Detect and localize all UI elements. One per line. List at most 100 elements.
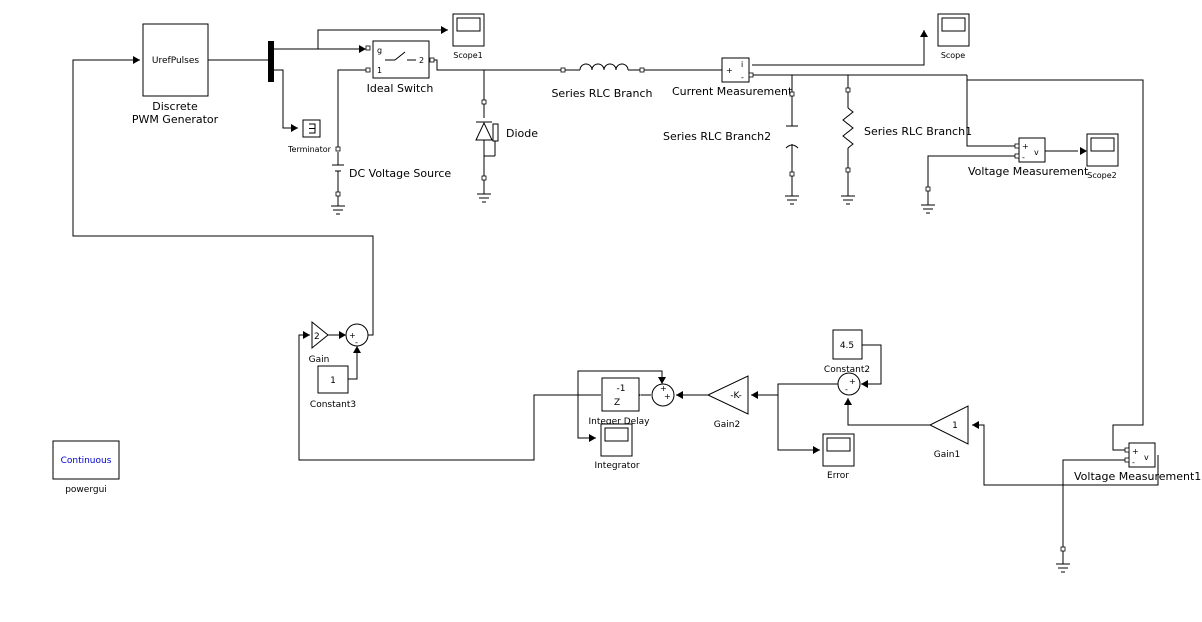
diode-block[interactable]: Diode	[475, 99, 538, 181]
volt-meas-label: Voltage Measurement	[968, 165, 1089, 178]
terminator-block[interactable]: Terminator	[287, 119, 332, 154]
dc-voltage-source-block[interactable]: DC Voltage Source	[332, 146, 451, 197]
wire-to-gain	[298, 334, 578, 461]
vm-v: v	[1034, 148, 1039, 157]
sum2-plus: +	[849, 377, 856, 386]
gain-block[interactable]: 2 Gain	[309, 320, 330, 365]
series-rlc-branch1-block[interactable]: Series RLC Branch1	[842, 87, 972, 173]
diode-label: Diode	[506, 127, 538, 140]
ground-symbol	[785, 195, 799, 205]
pwm-label-1: Discrete	[152, 100, 198, 113]
sum2-block[interactable]: + -	[837, 372, 861, 396]
wire-to-vm-plus	[966, 75, 1016, 147]
wire-vm1-to-gain1	[972, 424, 1159, 486]
constant3-block[interactable]: 1 Constant3	[310, 365, 356, 410]
wire-to-terminator	[274, 69, 298, 129]
delay-num: -1	[617, 384, 626, 394]
volt-meas1-label: Voltage Measurement1	[1074, 470, 1201, 483]
ideal-switch-block[interactable]: g 1 2 Ideal Switch	[365, 40, 435, 95]
wire-switch-out	[433, 59, 565, 71]
constant2-label: Constant2	[824, 365, 870, 375]
ground-symbol	[921, 204, 935, 214]
cm-minus: -	[741, 73, 744, 82]
terminator-label: Terminator	[287, 145, 332, 154]
gain1-block[interactable]: 1 Gain1	[928, 405, 969, 460]
scope1-label: Scope1	[453, 51, 482, 60]
scope1-block[interactable]: Scope1	[452, 13, 485, 60]
vm-ground-port	[925, 186, 931, 192]
switch-port-1: 1	[377, 66, 382, 75]
scope2-label: Scope2	[1087, 171, 1116, 180]
gain2-block[interactable]: -K- Gain2	[706, 375, 749, 430]
gain2-inner: -K-	[730, 391, 741, 401]
vm1-ground-port	[1060, 546, 1066, 552]
dc-source-label: DC Voltage Source	[349, 167, 451, 180]
vm-minus: -	[1022, 153, 1025, 162]
gain-inner: 2	[314, 332, 320, 342]
signal-lines	[72, 29, 1159, 564]
voltage-measurement-block[interactable]: + - v Voltage Measurement	[968, 137, 1089, 178]
powergui-label: powergui	[65, 485, 107, 495]
pwm-label-2: PWM Generator	[132, 113, 219, 126]
constant2-value: 4.5	[840, 341, 854, 351]
error-scope-block[interactable]: Error	[822, 433, 855, 481]
current-meas-label: Current Measurement	[672, 85, 793, 98]
switch-label: Ideal Switch	[367, 82, 434, 95]
wire-sum1-to-pwm	[72, 59, 374, 336]
powergui-block[interactable]: Continuous powergui	[52, 440, 120, 495]
constant2-block[interactable]: 4.5 Constant2	[824, 329, 870, 375]
wire-current-to-scope	[752, 30, 925, 66]
rlc-label: Series RLC Branch	[551, 87, 652, 100]
sum-integrator-block[interactable]: + +	[651, 383, 675, 407]
current-measurement-block[interactable]: + i - Current Measurement	[672, 57, 793, 98]
wire-const2-to-sum2	[861, 344, 882, 385]
rlc2-label: Series RLC Branch2	[663, 130, 771, 143]
voltage-measurement1-block[interactable]: + - v Voltage Measurement1	[1074, 442, 1201, 483]
ground-symbol	[1056, 563, 1070, 573]
series-rlc-branch-block[interactable]: Series RLC Branch	[551, 63, 653, 100]
gain1-label: Gain1	[934, 450, 960, 460]
gain-label: Gain	[309, 355, 330, 365]
switch-port-2: 2	[419, 56, 424, 65]
integer-delay-label: Integer Delay	[588, 417, 650, 427]
integrator-scope-block[interactable]: Integrator	[594, 423, 640, 471]
sum1-minus: -	[355, 338, 358, 347]
powergui-inner: Continuous	[61, 456, 112, 466]
scope2-block[interactable]: Scope2	[1086, 133, 1119, 180]
vm1-plus: +	[1132, 447, 1139, 456]
scope-label: Scope	[941, 51, 965, 60]
sum1-plus: +	[349, 331, 356, 340]
vm1-v: v	[1144, 453, 1149, 462]
pwm-inner-label: UrefPulses	[152, 56, 199, 66]
wire-vm-minus	[927, 155, 1016, 189]
sumint-plus1: +	[660, 384, 667, 393]
mux-bar[interactable]	[268, 41, 274, 82]
delay-den: Z	[614, 398, 620, 408]
scope-block[interactable]: Scope	[937, 13, 970, 60]
wire-to-error	[777, 395, 820, 451]
series-rlc-branch2-block[interactable]: Series RLC Branch2	[663, 91, 799, 177]
constant3-value: 1	[330, 376, 336, 386]
error-label: Error	[827, 471, 849, 481]
wire-gain1-to-sum2	[847, 398, 930, 426]
integer-delay-block[interactable]: -1 Z Integer Delay	[588, 377, 650, 427]
cm-plus: +	[726, 66, 733, 75]
ground-symbol	[841, 195, 855, 205]
wire-delay-feedback	[577, 370, 663, 396]
ground-symbol	[331, 205, 345, 215]
switch-port-g: g	[377, 46, 382, 55]
cm-i: i	[741, 60, 743, 69]
pwm-generator-block[interactable]: UrefPulses Discrete PWM Generator	[132, 23, 219, 126]
vm-plus: +	[1022, 142, 1029, 151]
wire-dc-to-switch	[337, 69, 366, 148]
ground-symbol	[477, 193, 491, 203]
gain1-inner: 1	[952, 421, 958, 431]
sum1-block[interactable]: + -	[345, 323, 369, 347]
wire-vm1-minus	[1062, 459, 1126, 564]
integrator-label: Integrator	[594, 461, 639, 471]
wire-sum2-to-gain2	[751, 383, 838, 396]
rlc1-label: Series RLC Branch1	[864, 125, 972, 138]
wire-to-vm1-plus	[967, 79, 1144, 451]
constant3-label: Constant3	[310, 400, 356, 410]
